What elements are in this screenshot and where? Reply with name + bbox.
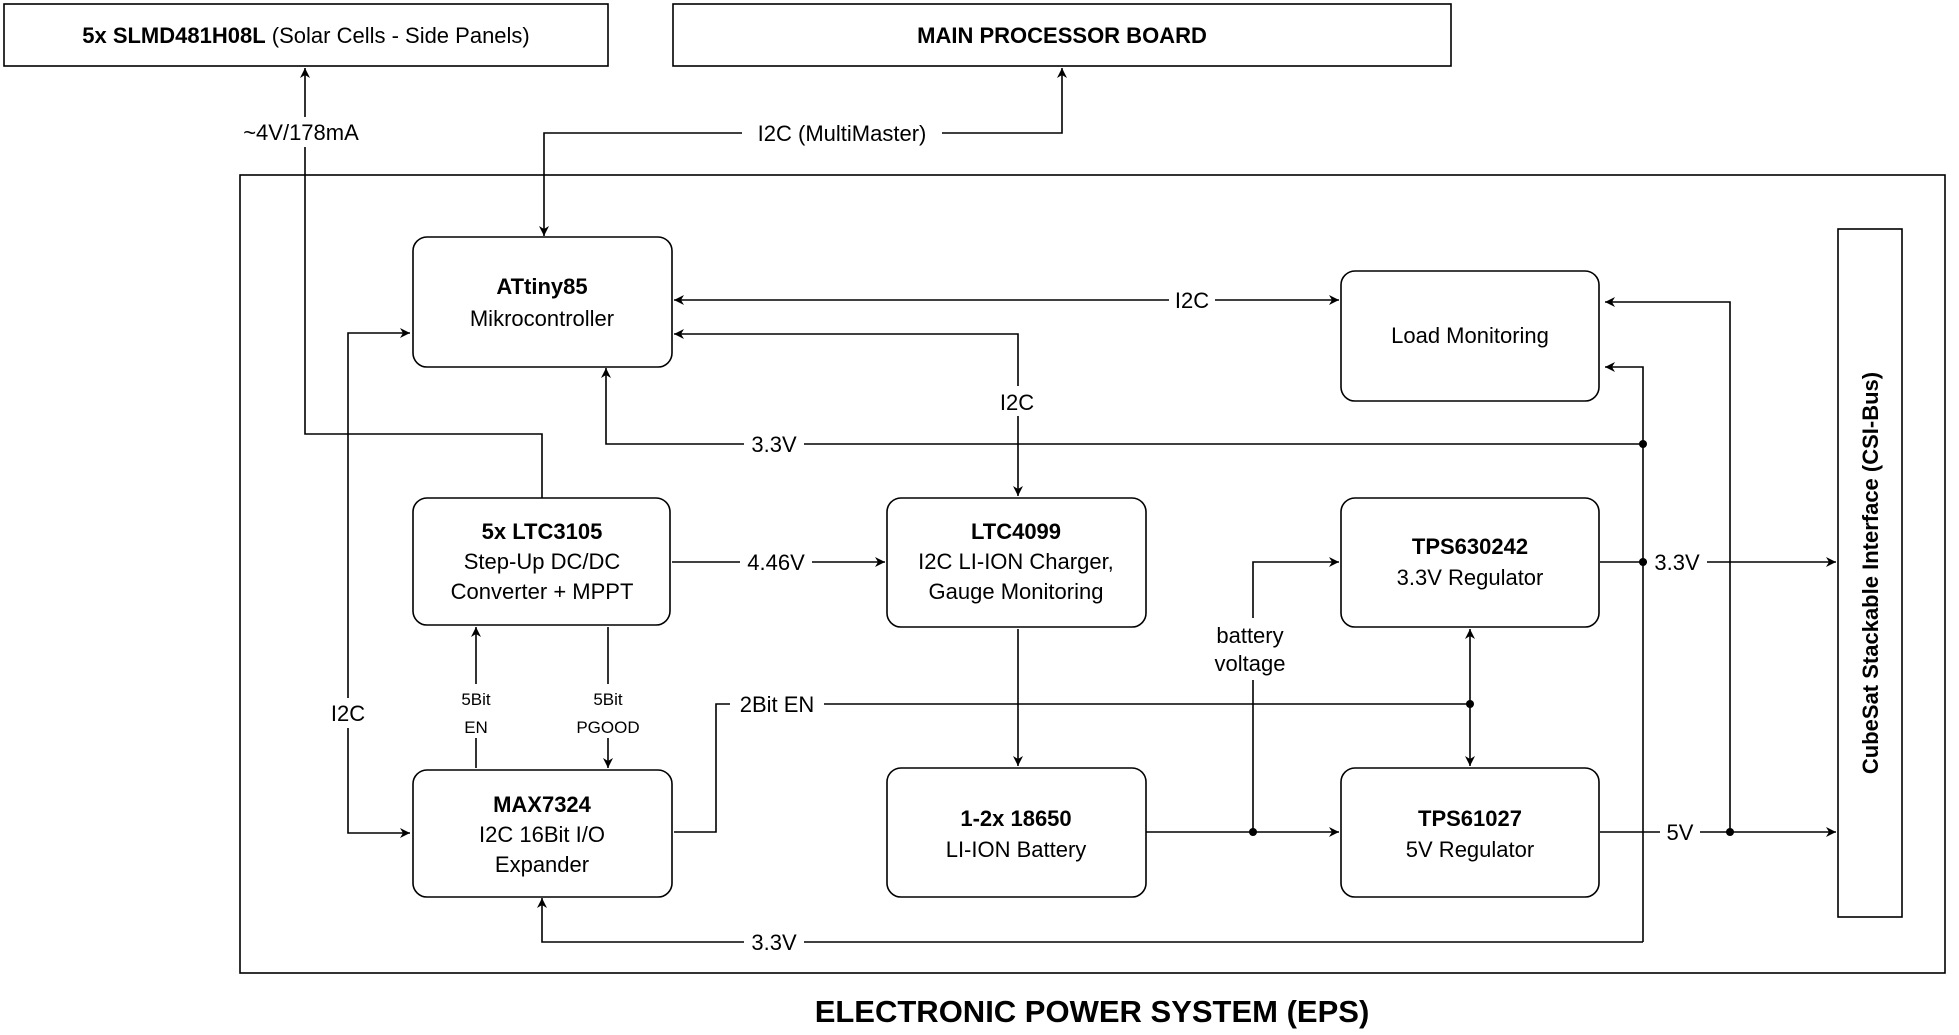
solar-power-line: [300, 68, 543, 498]
v33-max-label: 3.3V: [751, 930, 797, 955]
tps630242-text: 3.3V Regulator: [1397, 565, 1544, 590]
v33-out-label: 3.3V: [1654, 550, 1700, 575]
i2c-charger-label: I2C: [1000, 390, 1034, 415]
v33-attiny-label: 3.3V: [751, 432, 797, 457]
max7324-block: [412, 769, 673, 898]
en-bits-label: 5Bit: [461, 690, 491, 709]
attiny-title: ATtiny85: [496, 274, 587, 299]
solar-cells-box: [3, 3, 609, 67]
tps61027-block: [1340, 767, 1600, 898]
ltc3105-line2: Converter + MPPT: [451, 579, 634, 604]
battery-voltage-label-2: voltage: [1215, 651, 1286, 676]
max7324-title: MAX7324: [493, 792, 592, 817]
v33-max-line: [537, 898, 1643, 943]
csi-bus-block: [1837, 228, 1903, 918]
battery-text: LI-ION Battery: [946, 837, 1087, 862]
two-bit-en-label: 2Bit EN: [740, 692, 815, 717]
tps630242-title: TPS630242: [1412, 534, 1528, 559]
solar-power-label: ~4V/178mA: [243, 120, 359, 145]
battery-voltage-label-1: battery: [1216, 623, 1283, 648]
junction-dot: [1639, 558, 1647, 566]
load-monitoring-text: Load Monitoring: [1391, 323, 1549, 348]
load-monitoring-block: [1340, 270, 1600, 402]
ltc4099-title: LTC4099: [971, 519, 1061, 544]
main-processor-box: [672, 3, 1452, 67]
tps61027-title: TPS61027: [1418, 806, 1522, 831]
ltc3105-block: [412, 497, 671, 626]
battery-block: [886, 767, 1147, 898]
diagram-caption: ELECTRONIC POWER SYSTEM (EPS): [815, 994, 1370, 1029]
v5-load-line: [1605, 297, 1731, 832]
attiny-text: Mikrocontroller: [470, 306, 614, 331]
v5-out-label: 5V: [1667, 820, 1694, 845]
i2c-multimaster-label: I2C (MultiMaster): [758, 121, 927, 146]
v33-rail-line: [1605, 362, 1644, 562]
ltc4099-line1: I2C LI-ION Charger,: [918, 549, 1114, 574]
junction-dot: [1249, 828, 1257, 836]
battery-title: 1-2x 18650: [960, 806, 1071, 831]
i2c-left-line: [347, 328, 410, 838]
ltc3105-line1: Step-Up DC/DC: [464, 549, 621, 574]
solar-cells-label: 5x SLMD481H08L (Solar Cells - Side Panel…: [82, 23, 530, 48]
v446-label: 4.46V: [747, 550, 805, 575]
en-label: EN: [464, 718, 488, 737]
tps61027-text: 5V Regulator: [1406, 837, 1534, 862]
csi-bus-text: CubeSat Stackable Interface (CSI-Bus): [1858, 372, 1883, 774]
tps630242-block: [1340, 497, 1600, 628]
ltc4099-block: [886, 497, 1147, 628]
junction-dot: [1466, 700, 1474, 708]
two-bit-en-line: [674, 703, 1470, 833]
pgood-label: PGOOD: [576, 718, 639, 737]
i2c-load-label: I2C: [1175, 288, 1209, 313]
main-processor-label: MAIN PROCESSOR BOARD: [917, 23, 1207, 48]
max7324-line1: I2C 16Bit I/O: [479, 822, 605, 847]
pgood-bits-label: 5Bit: [593, 690, 623, 709]
junction-dot: [1639, 440, 1647, 448]
i2c-multimaster-line: [539, 68, 1067, 236]
i2c-left-label: I2C: [331, 701, 365, 726]
attiny-block: [412, 236, 673, 368]
max7324-line2: Expander: [495, 852, 589, 877]
v33-attiny-line: [601, 368, 1643, 445]
i2c-charger-line: [674, 329, 1023, 496]
eps-frame: [239, 174, 1946, 974]
ltc3105-title: 5x LTC3105: [482, 519, 603, 544]
battery-voltage-line: [1252, 557, 1339, 832]
junction-dot: [1726, 828, 1734, 836]
ltc4099-line2: Gauge Monitoring: [929, 579, 1104, 604]
